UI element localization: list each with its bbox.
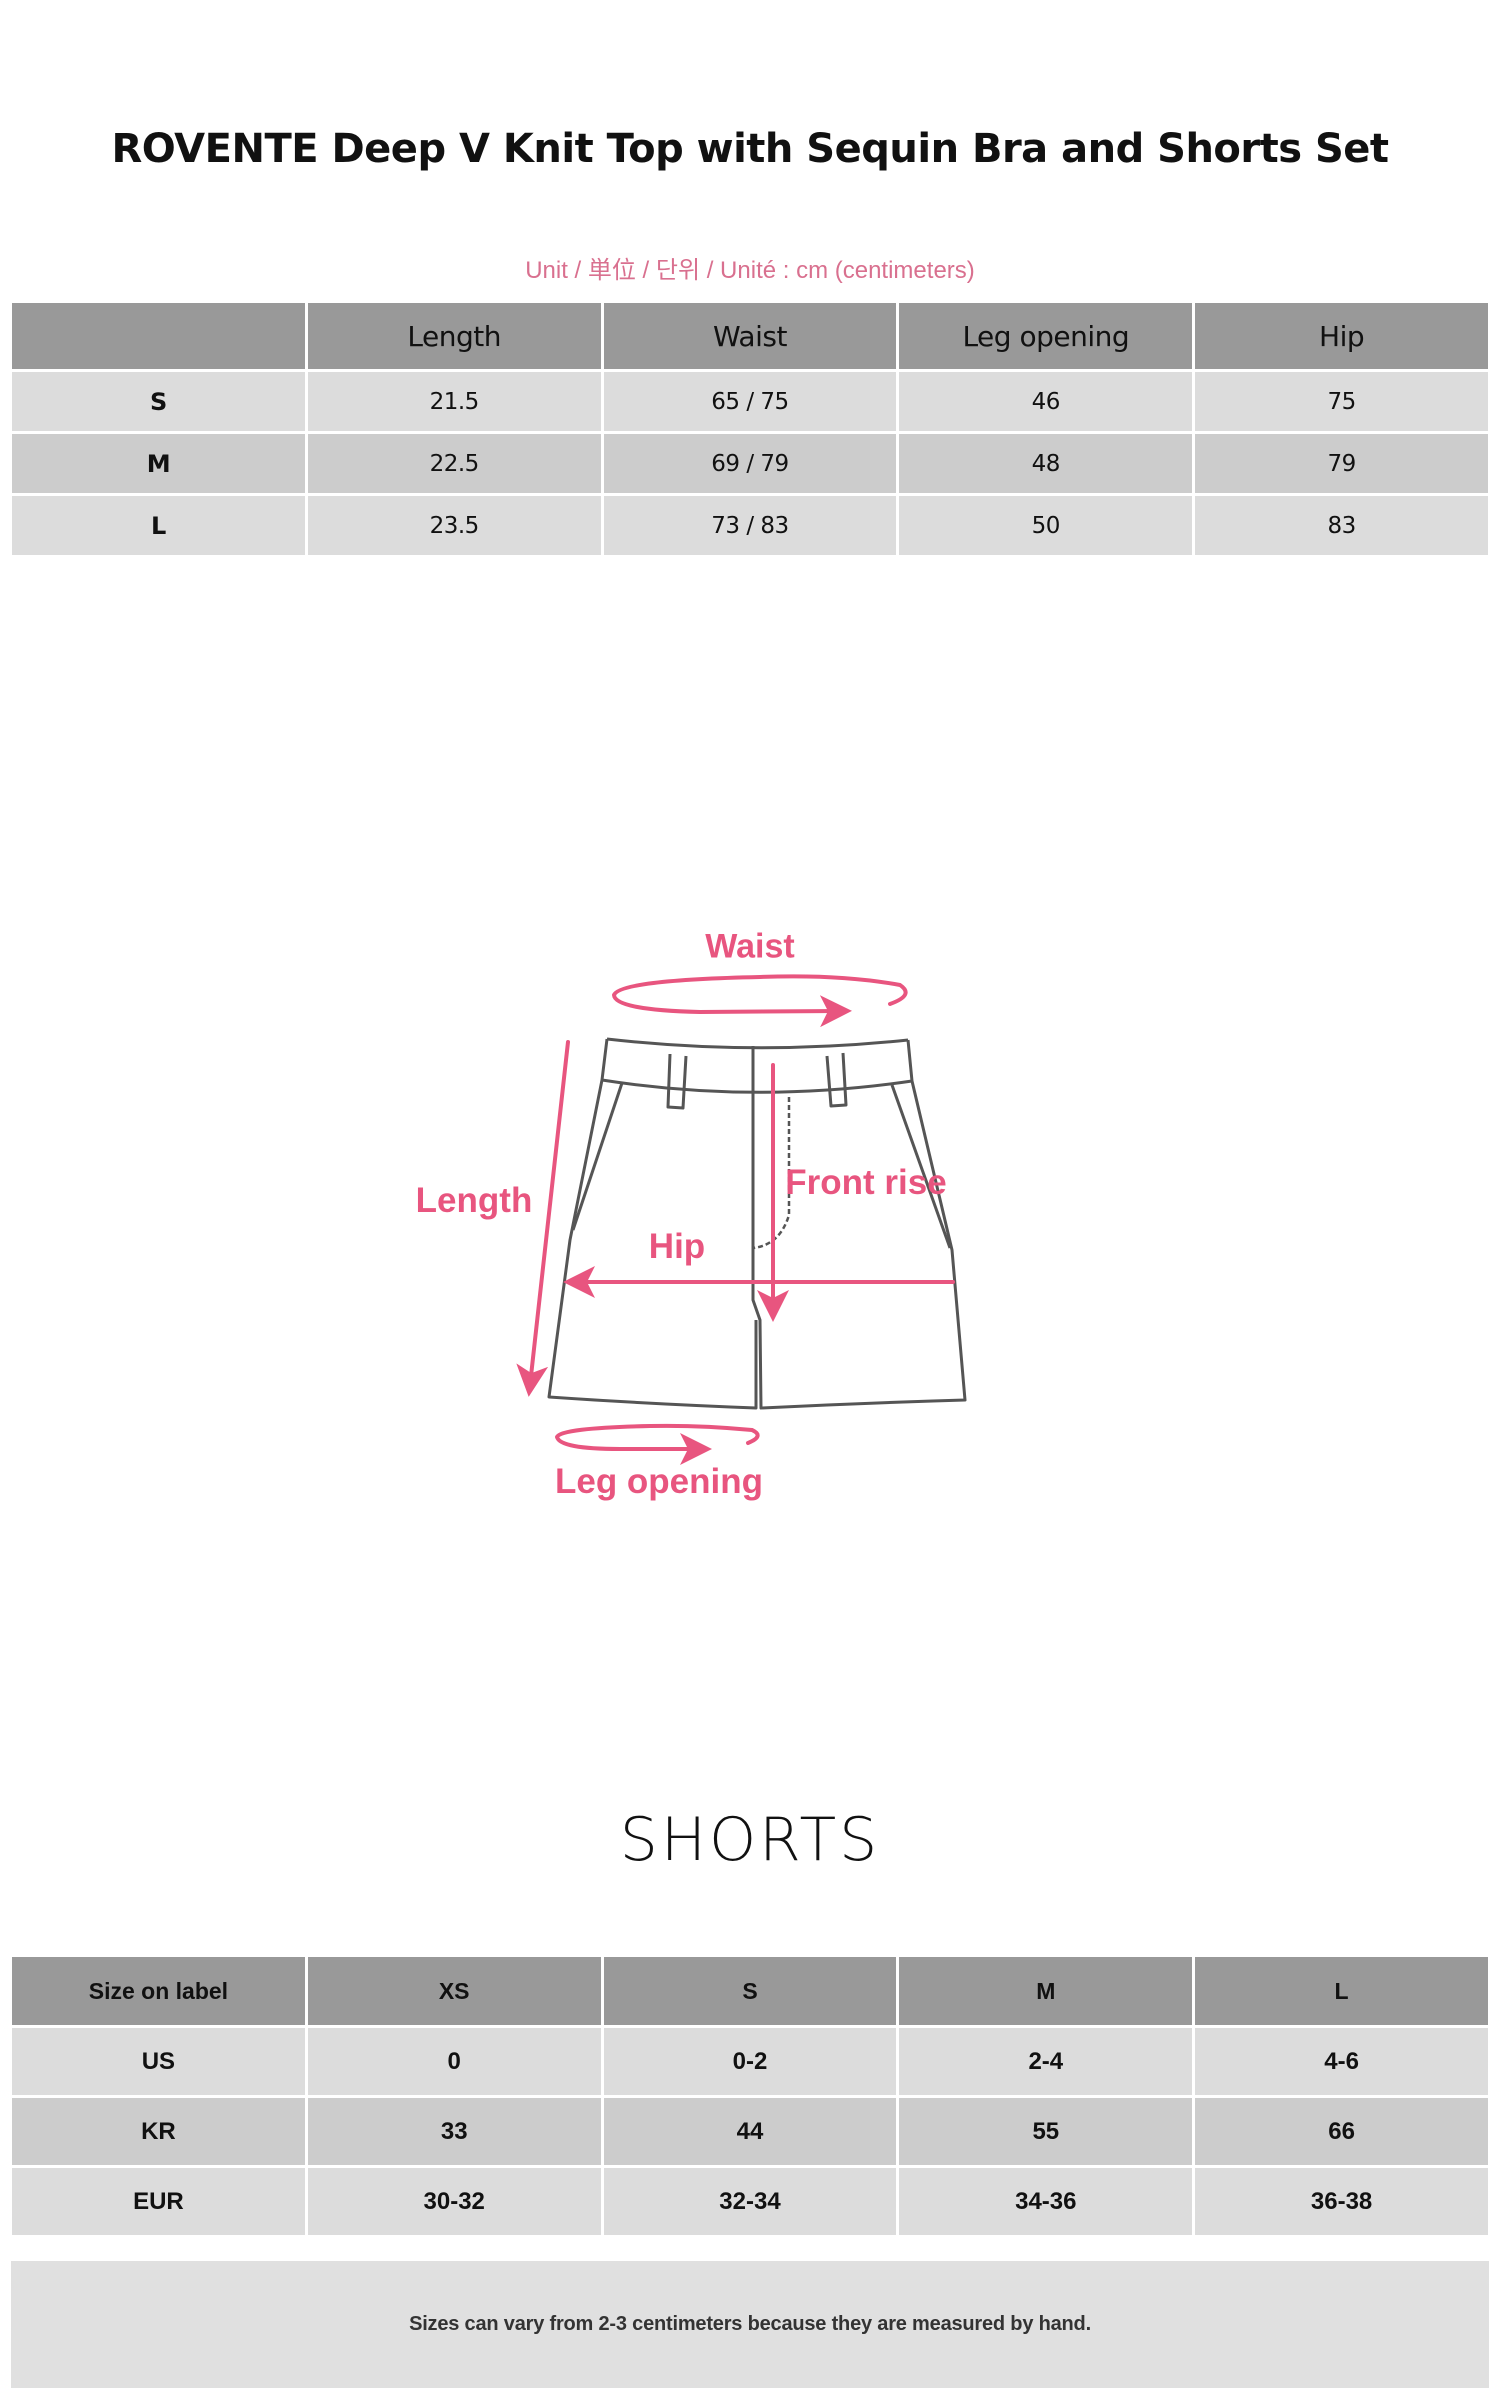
table-header-leg-opening: Leg opening [899, 303, 1193, 369]
table-header-size-on-label: Size on label [12, 1957, 305, 2025]
table-header-cell [12, 303, 305, 369]
table-cell: 2-4 [899, 2028, 1193, 2095]
table-cell: 33 [307, 2098, 601, 2165]
diagram-label-waist: Waist [705, 927, 795, 966]
table-cell: 66 [1195, 2098, 1488, 2165]
table-header-m: M [899, 1957, 1193, 2025]
row-label-size: M [12, 434, 305, 493]
shorts-measurement-diagram: Waist Length Front rise Hip Leg opening [415, 927, 967, 1501]
row-label-kr: KR [12, 2098, 305, 2165]
table-cell-length: 21.5 [307, 372, 601, 431]
table-cell: 30-32 [307, 2168, 601, 2235]
page-title: ROVENTE Deep V Knit Top with Sequin Bra … [111, 126, 1389, 172]
diagram-label-leg-opening: Leg opening [554, 1462, 764, 1501]
table-cell: 0-2 [603, 2028, 897, 2095]
table-header-s: S [603, 1957, 897, 2025]
measurement-disclaimer: Sizes can vary from 2-3 centimeters beca… [11, 2261, 1489, 2388]
table-cell-length: 22.5 [307, 434, 601, 493]
table-cell: 0 [307, 2028, 601, 2095]
table-cell: 4-6 [1195, 2028, 1488, 2095]
table-cell: 36-38 [1195, 2168, 1488, 2235]
table-cell: 32-34 [603, 2168, 897, 2235]
table-cell: 55 [899, 2098, 1193, 2165]
table-header-waist: Waist [603, 303, 897, 369]
row-label-us: US [12, 2028, 305, 2095]
table-cell-leg-opening: 48 [899, 434, 1193, 493]
table-cell-length: 23.5 [307, 496, 601, 555]
row-label-size: S [12, 372, 305, 431]
size-conversion-table: Size on label XS S M L US 0 0-2 2-4 4-6 … [12, 1957, 1488, 2235]
table-header-l: L [1195, 1957, 1488, 2025]
disclaimer-text: Sizes can vary from 2-3 centimeters beca… [409, 2313, 1091, 2335]
table-cell-leg-opening: 46 [899, 372, 1193, 431]
table-cell-hip: 79 [1195, 434, 1488, 493]
row-label-size: L [12, 496, 305, 555]
section-heading-shorts: SHORTS [619, 1805, 881, 1875]
row-label-eur: EUR [12, 2168, 305, 2235]
table-header-hip: Hip [1195, 303, 1488, 369]
table-header-length: Length [307, 303, 601, 369]
table-header-xs: XS [307, 1957, 601, 2025]
measurements-table: Length Waist Leg opening Hip S 21.5 65 /… [12, 303, 1488, 555]
table-cell-waist: 65 / 75 [603, 372, 897, 431]
table-cell-hip: 83 [1195, 496, 1488, 555]
table-cell: 44 [603, 2098, 897, 2165]
diagram-label-length: Length [415, 1181, 533, 1220]
table-cell: 34-36 [899, 2168, 1193, 2235]
table-cell-hip: 75 [1195, 372, 1488, 431]
diagram-label-hip: Hip [648, 1227, 706, 1266]
diagram-label-front-rise: Front rise [785, 1163, 947, 1202]
shorts-outline-icon [516, 974, 967, 1465]
unit-note: Unit / 単位 / 단위 / Unité : cm (centimeters… [525, 257, 975, 284]
table-cell-leg-opening: 50 [899, 496, 1193, 555]
table-cell-waist: 73 / 83 [603, 496, 897, 555]
table-cell-waist: 69 / 79 [603, 434, 897, 493]
